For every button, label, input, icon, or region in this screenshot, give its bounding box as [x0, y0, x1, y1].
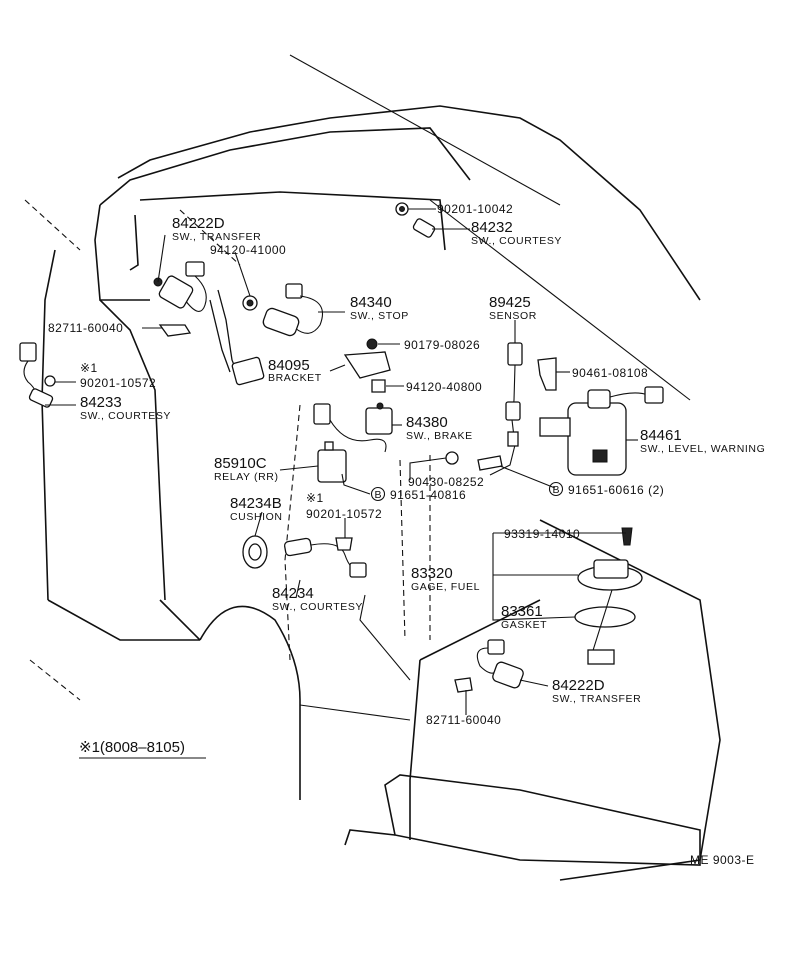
label-90461-08108: 90461-08108	[572, 366, 648, 380]
label-84380-desc: SW., BRAKE	[406, 430, 473, 442]
label-84232-desc: SW., COURTESY	[471, 235, 562, 247]
fuel-sensor-sketch	[489, 342, 523, 476]
label-84222D-top-number: 84222D	[172, 215, 225, 232]
vehicle-body-outline	[24, 54, 721, 881]
leader-lines	[45, 208, 638, 721]
label-84380-number: 84380	[406, 414, 448, 431]
label-84233-number: 84233	[80, 394, 122, 411]
bolt-mark-b-1-icon	[370, 486, 386, 502]
label-94120-41000: 94120-41000	[210, 243, 286, 257]
label-84234-desc: SW., COURTESY	[272, 601, 363, 613]
label-89425-number: 89425	[489, 294, 531, 311]
label-90201-10572-left-mark: ※1	[80, 361, 98, 375]
label-90201-10042: 90201-10042	[437, 202, 513, 216]
level-warning-switch-sketch	[539, 386, 664, 476]
clip-top-sketch	[158, 324, 192, 337]
label-89425-desc: SENSOR	[489, 310, 537, 322]
label-85910C-desc: RELAY (RR)	[214, 471, 279, 483]
label-90201-10572-mid: 90201-10572	[306, 507, 382, 521]
label-84234-number: 84234	[272, 585, 314, 602]
brake-pedal-sketch	[209, 289, 265, 386]
label-84340-number: 84340	[350, 294, 392, 311]
label-93319-14010: 93319-14010	[504, 527, 580, 541]
transfer-switch-top-sketch	[153, 261, 258, 312]
label-85910C-number: 85910C	[214, 455, 267, 472]
stop-switch-sketch	[262, 283, 324, 337]
label-90201-10572-left: 90201-10572	[80, 376, 156, 390]
brake-switch-sketch	[313, 402, 393, 453]
courtesy-switch-left-sketch	[19, 342, 56, 408]
clamp-sketch	[537, 357, 557, 391]
drawing-code: ME 9003-E	[690, 853, 755, 867]
label-84461-desc: SW., LEVEL, WARNING	[640, 443, 765, 455]
courtesy-switch-rear-sketch	[395, 202, 436, 238]
part-labels: 84222D SW., TRANSFER 94120-41000 90201-1…	[48, 202, 765, 727]
label-91651-40816-mark: B	[375, 489, 383, 501]
cushion-and-courtesy-sketch	[242, 535, 367, 578]
bolt-mark-b-2-icon	[548, 481, 564, 497]
label-84340-desc: SW., STOP	[350, 310, 409, 322]
label-83320-desc: GAGE, FUEL	[411, 581, 480, 593]
label-84234B-desc: CUSHION	[230, 511, 283, 523]
label-84234B-number: 84234B	[230, 495, 282, 512]
label-84095-desc: BRACKET	[268, 372, 322, 384]
bracket-sketch	[343, 338, 391, 393]
label-82711-bottom: 82711-60040	[426, 713, 501, 727]
label-83361-desc: GASKET	[501, 619, 547, 631]
label-94120-40800: 94120-40800	[406, 380, 482, 394]
label-83361-number: 83361	[501, 603, 543, 620]
label-84233-desc: SW., COURTESY	[80, 410, 171, 422]
label-84095-number: 84095	[268, 357, 310, 374]
label-84222D-bottom-number: 84222D	[552, 677, 605, 694]
relay-sketch	[317, 441, 347, 483]
label-91651-40816: 91651-40816	[390, 488, 466, 502]
transfer-switch-bottom-sketch	[454, 639, 524, 693]
footnote-applicability: ※1(8008–8105)	[79, 739, 185, 756]
label-84222D-top-desc: SW., TRANSFER	[172, 231, 261, 243]
label-82711-top: 82711-60040	[48, 321, 123, 335]
label-91651-60616-mark: B	[553, 484, 561, 496]
label-84461-number: 84461	[640, 427, 682, 444]
label-91651-60616: 91651-60616 (2)	[568, 483, 664, 497]
washer-bolt-sketch	[445, 451, 503, 471]
label-90179-08026: 90179-08026	[404, 338, 480, 352]
label-84222D-bottom-desc: SW., TRANSFER	[552, 693, 641, 705]
label-84232-number: 84232	[471, 219, 513, 236]
label-90201-10572-mid-mark: ※1	[306, 491, 324, 505]
fuel-gage-sketch	[574, 527, 643, 665]
label-83320-number: 83320	[411, 565, 453, 582]
label-90430-08252: 90430-08252	[408, 475, 484, 489]
